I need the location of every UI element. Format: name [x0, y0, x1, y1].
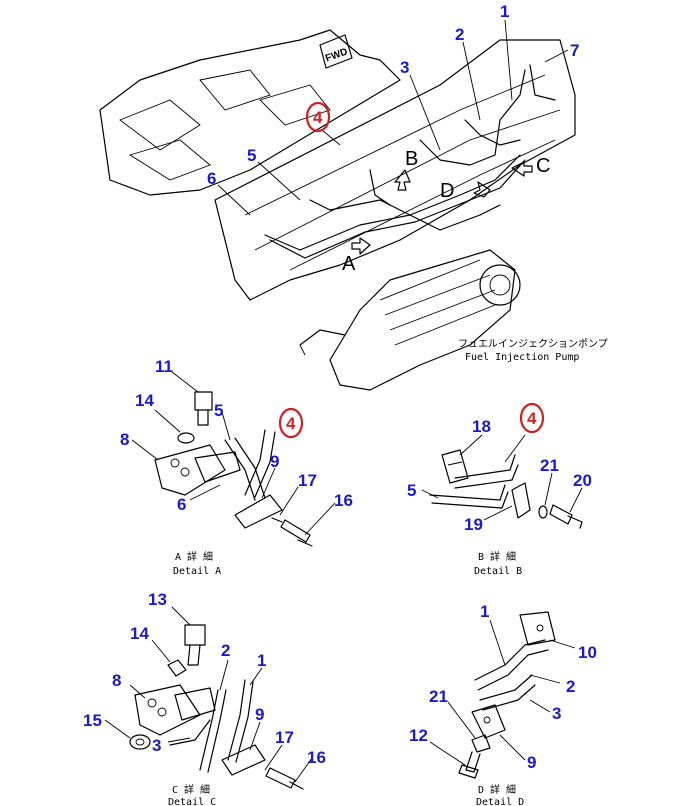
callout-d-12: 12 [409, 726, 428, 745]
detail-c-caption-en: Detail C [168, 797, 216, 806]
callout-a-16: 16 [334, 491, 353, 510]
callout-c-2: 2 [221, 641, 230, 660]
callout-b-4-highlight: 4 [519, 402, 545, 434]
detail-d-caption-en: Detail D [476, 797, 524, 806]
callout-main-5: 5 [247, 146, 256, 165]
detail-b-caption-jp: B 詳 細 [478, 550, 516, 563]
callout-c-13: 13 [148, 590, 167, 609]
pump-label-jp: フュエルインジェクションポンプ [458, 338, 608, 350]
callout-c-16: 16 [307, 748, 326, 767]
callout-c-15: 15 [83, 711, 102, 730]
detail-c-caption-jp: C 詳 細 [172, 783, 210, 796]
callout-d-9: 9 [527, 753, 536, 772]
callout-d-1: 1 [480, 602, 489, 621]
callout-d-21: 21 [429, 687, 448, 706]
callout-d-3: 3 [552, 704, 561, 723]
detail-d-caption-jp: D 詳 細 [478, 783, 516, 796]
callout-main-1: 1 [500, 2, 509, 21]
callout-b-18: 18 [472, 417, 491, 436]
detail-b: 4 18 21 20 5 19 B 詳 細 Detail B [407, 402, 592, 577]
callout-c-9: 9 [255, 705, 264, 724]
callout-b-21: 21 [540, 456, 559, 475]
pump-label-en: Fuel Injection Pump [465, 352, 579, 363]
callout-a-4: 4 [286, 414, 296, 433]
detail-c: 13 14 2 1 8 15 9 3 17 16 C 詳 細 Detail C [83, 590, 326, 806]
callout-a-6: 6 [177, 495, 186, 514]
callout-main-6: 6 [207, 169, 216, 188]
callout-b-5: 5 [407, 481, 416, 500]
callout-a-8: 8 [120, 430, 129, 449]
callout-main-4: 4 [313, 108, 323, 127]
callout-a-14: 14 [135, 391, 154, 410]
detail-a: 11 14 5 4 8 9 17 16 6 A 詳 細 Detail A [120, 357, 353, 577]
callout-main-7: 7 [570, 41, 579, 60]
callout-a-4-highlight: 4 [278, 407, 304, 439]
callout-main-3: 3 [400, 58, 409, 77]
engine-main-view: FWD A B C D フュエルインジェクションポンプ Fuel Injecti… [99, 2, 608, 391]
callout-c-3: 3 [152, 736, 161, 755]
callout-a-9: 9 [270, 452, 279, 471]
fwd-label: FWD [324, 46, 349, 64]
callout-b-19: 19 [464, 515, 483, 534]
callout-b-20: 20 [573, 471, 592, 490]
callout-c-17: 17 [275, 728, 294, 747]
view-letter-c: C [536, 155, 550, 177]
callout-c-8: 8 [112, 671, 121, 690]
detail-a-caption-en: Detail A [173, 566, 221, 577]
callout-a-17: 17 [298, 471, 317, 490]
callout-d-10: 10 [578, 643, 597, 662]
callout-a-11: 11 [155, 357, 173, 376]
detail-b-caption-en: Detail B [474, 566, 522, 577]
view-letter-b: B [405, 148, 418, 170]
callout-main-4-highlight: 4 [305, 101, 331, 133]
callout-c-1: 1 [257, 651, 266, 670]
detail-d: 1 10 2 3 21 12 9 D 詳 細 Detail D [409, 602, 597, 806]
view-letter-d: D [440, 180, 454, 202]
callout-d-2: 2 [566, 677, 575, 696]
callout-main-2: 2 [455, 25, 464, 44]
callout-a-5: 5 [214, 401, 223, 420]
view-letter-a: A [342, 253, 356, 275]
callout-b-4: 4 [527, 409, 537, 428]
callout-c-14: 14 [130, 624, 149, 643]
detail-a-caption-jp: A 詳 細 [175, 550, 213, 563]
